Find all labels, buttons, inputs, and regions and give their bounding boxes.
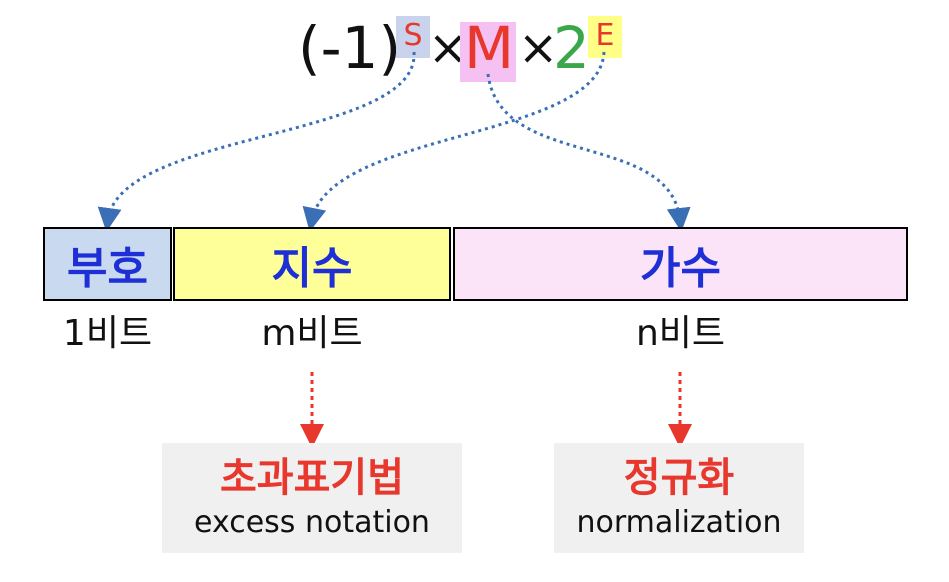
exponent-field-label: 지수 [271, 243, 353, 294]
mantissa-note: 정규화 normalization [554, 443, 804, 553]
arrow-exponent-to-field [302, 51, 606, 232]
mantissa-note-korean: 정규화 [623, 455, 735, 501]
mantissa-bits: n비트 [635, 313, 726, 354]
mantissa-field: 가수 [453, 227, 908, 301]
formula: (-1) S × M × 2 E [0, 8, 949, 88]
exponent-note: 초과표기법 excess notation [162, 443, 462, 553]
sign-bits: 1비트 [62, 313, 153, 354]
mantissa-highlight [460, 22, 516, 82]
formula-base: (-1) [298, 14, 402, 82]
mantissa-field-label: 가수 [640, 243, 721, 294]
exponent-bits: m비트 [261, 313, 363, 354]
mantissa-symbol: M [463, 14, 515, 82]
times-sign-2: × [518, 20, 559, 76]
exponent-note-english: excess notation [194, 505, 430, 540]
sign-field-label: 부호 [67, 243, 148, 294]
exponent-field: 지수 [173, 227, 451, 301]
sign-field: 부호 [43, 227, 172, 301]
exponent-highlight [588, 16, 622, 58]
exponent-note-korean: 초과표기법 [220, 455, 404, 501]
mantissa-note-english: normalization [576, 505, 782, 540]
arrow-sign-to-field [97, 51, 416, 232]
two-base: 2 [553, 14, 590, 82]
sign-symbol: S [403, 18, 423, 53]
exponent-symbol: E [595, 18, 615, 53]
arrow-mantissa-to-field [486, 73, 691, 232]
sign-highlight [396, 16, 430, 58]
